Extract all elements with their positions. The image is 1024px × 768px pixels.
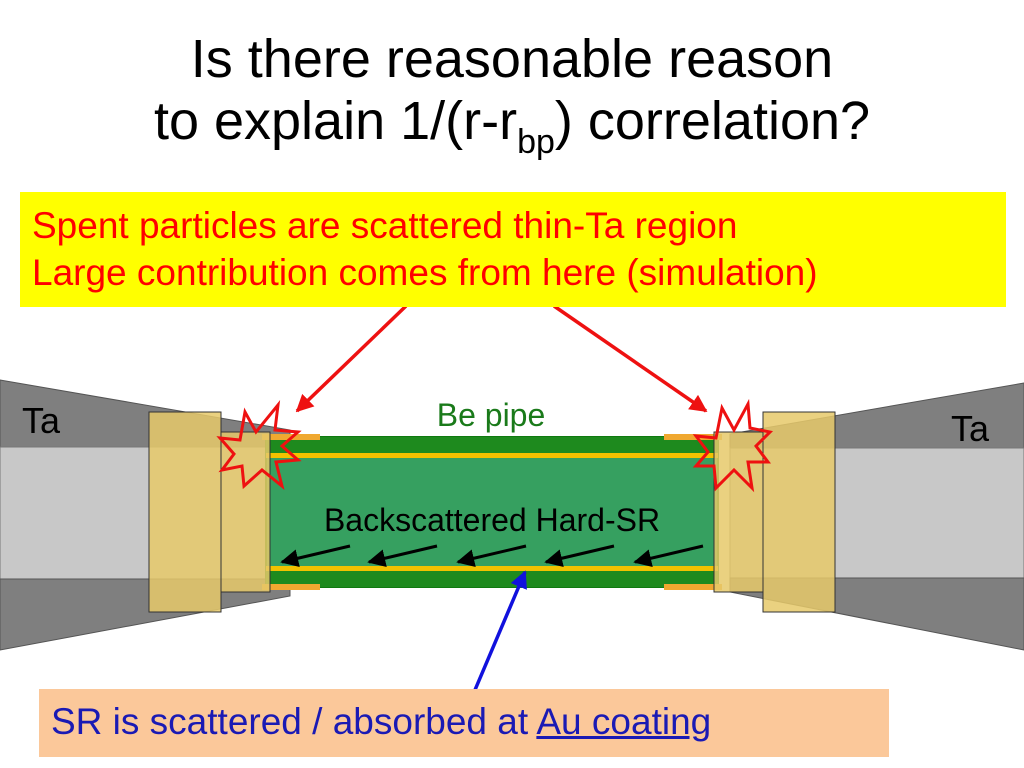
flange-left-outer (148, 411, 222, 613)
callout-top: Spent particles are scattered thin-Ta re… (20, 192, 1006, 307)
explosion-mark-right-icon (692, 398, 774, 493)
callout-bottom-text: SR is scattered / absorbed at (51, 701, 537, 742)
flange-right-outer (762, 411, 836, 613)
backscatter-arrow (280, 544, 351, 568)
pipe-end-cap-left-bottom (262, 584, 320, 590)
explosion-mark-left-icon (216, 400, 302, 490)
au-coating-link[interactable]: Au coating (536, 701, 712, 742)
au-coating-lower (266, 566, 718, 571)
flange-left (148, 411, 271, 613)
callout-top-line-2: Large contribution comes from here (simu… (32, 252, 818, 293)
be-pipe-label: Be pipe (437, 397, 546, 433)
pipe-end-cap-right-top (664, 434, 722, 440)
backscatter-arrow (633, 544, 704, 568)
ta-left-label: Ta (22, 400, 61, 441)
be-pipe-upper-wall (266, 437, 718, 453)
flange-right (713, 411, 836, 613)
flange-left-inner (220, 431, 271, 593)
slide-title: Is there reasonable reason to explain 1/… (0, 28, 1024, 159)
title-line-2-end: ) correlation? (554, 91, 871, 151)
ta-right-label: Ta (951, 408, 990, 449)
be-pipe-lower-wall (266, 571, 718, 587)
red-arrow-right (553, 304, 708, 413)
title-subscript: bp (517, 123, 555, 161)
au-coating-upper (266, 453, 718, 458)
blue-arrow (470, 570, 527, 698)
backscatter-arrows (280, 544, 704, 568)
backscatter-arrow (367, 544, 438, 568)
callout-bottom: SR is scattered / absorbed at Au coating (39, 689, 889, 757)
backscatter-arrow (544, 544, 615, 568)
title-line-1: Is there reasonable reason (190, 29, 834, 89)
callout-top-line-1: Spent particles are scattered thin-Ta re… (32, 205, 738, 246)
title-line-2-start: to explain 1/(r-r (153, 91, 518, 151)
red-arrow-left (295, 304, 408, 413)
backscatter-arrow (456, 544, 527, 568)
flange-right-inner (713, 431, 764, 593)
pipe-end-cap-right-bottom (664, 584, 722, 590)
title-line-2: to explain 1/(r-rbp) correlation? (153, 91, 871, 159)
backscatter-label: Backscattered Hard-SR (324, 502, 660, 538)
